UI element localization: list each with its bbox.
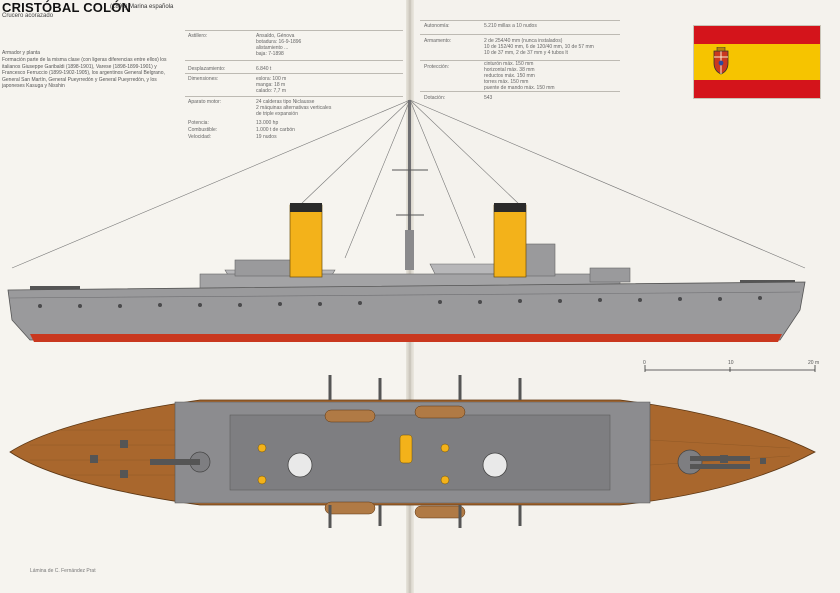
flag-red-stripe bbox=[694, 80, 820, 98]
mast bbox=[408, 100, 411, 270]
funnel bbox=[493, 204, 527, 278]
scale-bar bbox=[644, 365, 816, 372]
ship-type: Crucero acorazado bbox=[2, 13, 54, 19]
ship-year: (1896) Marina española bbox=[110, 4, 174, 10]
divider bbox=[420, 34, 620, 35]
spec-label: Potencia: bbox=[188, 120, 209, 126]
spanish-flag bbox=[693, 25, 821, 99]
illustration-credit: Lámina de C. Fernández Prat bbox=[30, 568, 96, 574]
flag-red-stripe bbox=[694, 26, 820, 44]
spec-label: Velocidad: bbox=[188, 134, 212, 140]
intro-text: Formación parte de la misma clase (con l… bbox=[2, 57, 167, 89]
spec-value: 19 nudos bbox=[256, 134, 277, 140]
spec-value: 2 de 254/40 mm (nunca instalados) 10 de … bbox=[484, 38, 594, 56]
spec-label: Desplazamiento: bbox=[188, 66, 226, 72]
spec-label: Protección: bbox=[424, 64, 450, 70]
scale-mid: 10 bbox=[728, 360, 734, 366]
spec-value: 24 calderas tipo Niclausse 2 máquinas al… bbox=[256, 99, 332, 117]
side-guns bbox=[328, 375, 522, 528]
spec-value: 5.210 millas a 10 nudos bbox=[484, 23, 537, 29]
hull-side bbox=[7, 281, 806, 341]
coat-of-arms-icon bbox=[713, 47, 729, 75]
divider bbox=[185, 60, 403, 61]
portholes bbox=[38, 296, 762, 308]
spec-label: Armamento: bbox=[424, 38, 452, 44]
spec-value: Ansaldo, Génova botadura: 16-9-1896 alis… bbox=[256, 33, 302, 57]
intro-heading: Armador y planta bbox=[2, 50, 41, 56]
spec-value: 1.000 t de carbón bbox=[256, 127, 295, 133]
scale-zero: 0 bbox=[643, 360, 646, 366]
divider bbox=[185, 96, 403, 97]
ship-title: CRISTÓBAL COLÓN bbox=[2, 0, 132, 15]
divider bbox=[420, 91, 620, 92]
spec-value: 6.840 t bbox=[256, 66, 272, 72]
divider bbox=[420, 20, 620, 21]
rigging bbox=[11, 99, 806, 269]
spec-label: Autonomía: bbox=[424, 23, 450, 29]
spec-value: 543 bbox=[484, 95, 493, 101]
boot-topping bbox=[30, 334, 782, 342]
spec-value: cinturón máx. 150 mm horizontal máx. 38 … bbox=[484, 61, 555, 91]
divider bbox=[185, 73, 403, 74]
spec-label: Combustible: bbox=[188, 127, 218, 133]
divider bbox=[420, 60, 620, 61]
spec-label: Aparato motor: bbox=[188, 99, 222, 105]
spec-label: Dimensiones: bbox=[188, 76, 219, 82]
spec-value: eslora: 100 m manga: 18 m calado: 7,7 m bbox=[256, 76, 287, 94]
divider bbox=[185, 30, 403, 31]
scale-end: 20 m bbox=[808, 360, 820, 366]
spec-label: Astillero: bbox=[188, 33, 208, 39]
spec-value: 13.000 hp bbox=[256, 120, 279, 126]
funnel bbox=[289, 204, 323, 278]
spec-label: Dotación: bbox=[424, 95, 446, 101]
